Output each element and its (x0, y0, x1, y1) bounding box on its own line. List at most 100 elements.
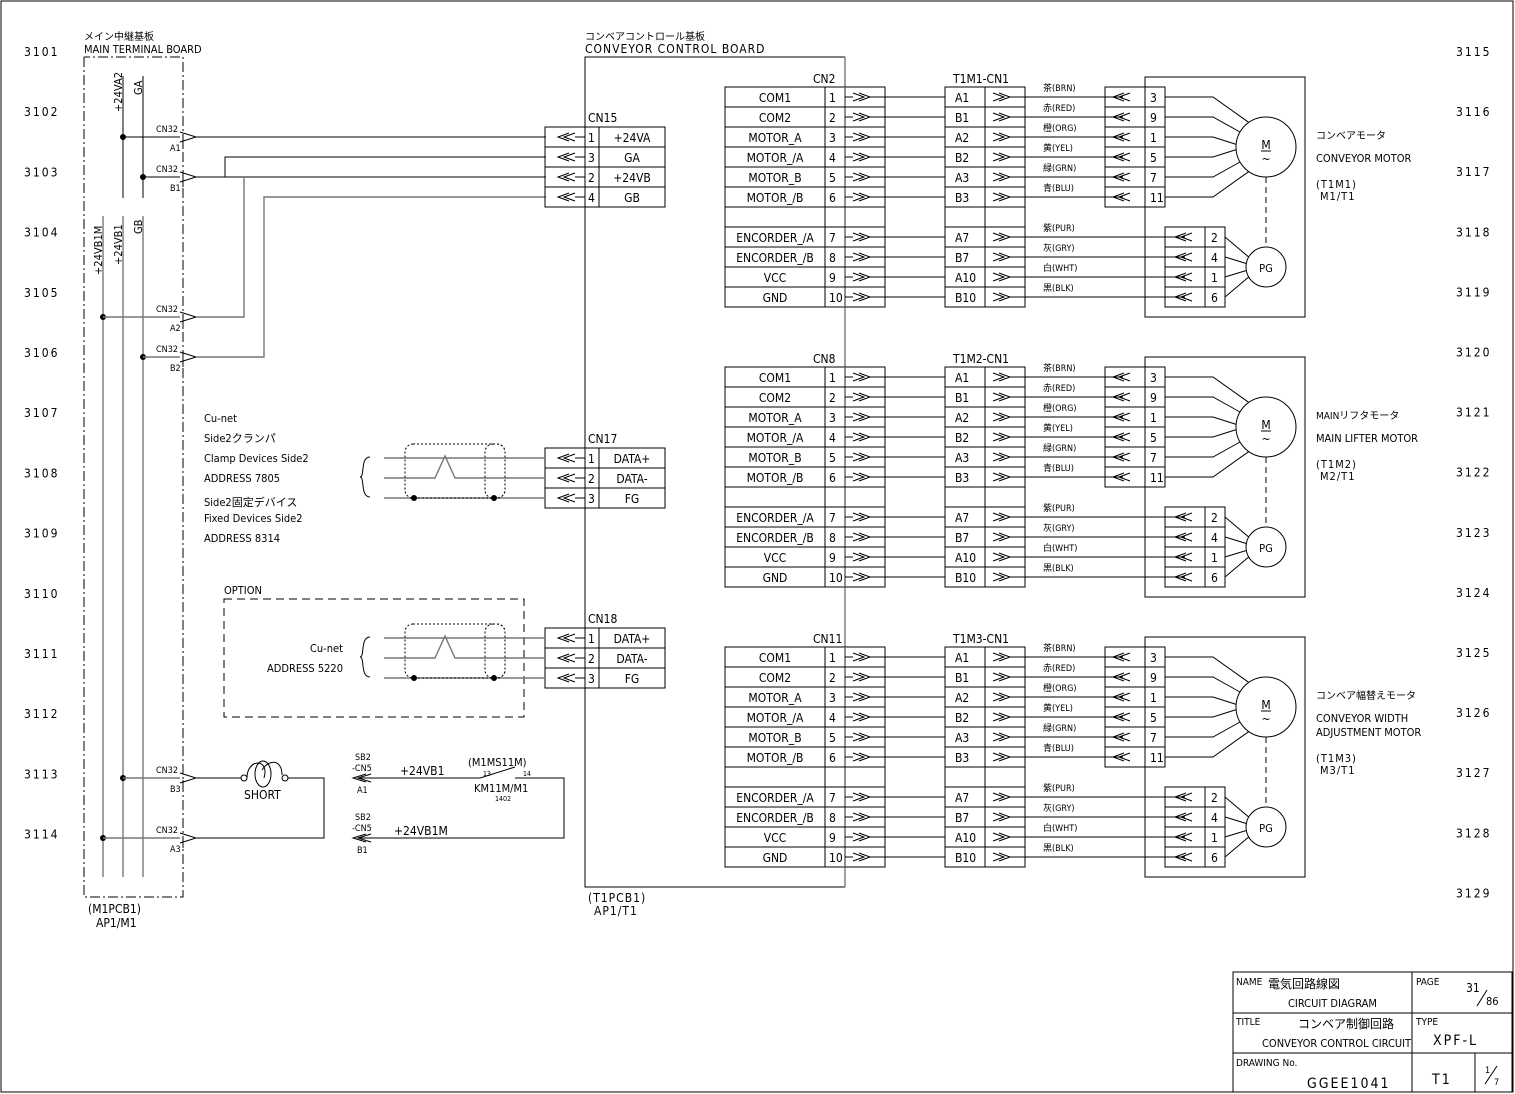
connector-arrow-icon (556, 653, 576, 663)
signal-name: DATA- (616, 472, 647, 486)
motor-symbol: M (1261, 418, 1270, 432)
brace-icon (359, 456, 371, 498)
pin-number: 2 (588, 652, 595, 666)
connector-arrow-icon (1111, 452, 1131, 462)
pin-number: 8 (829, 811, 836, 825)
type-label: TYPE (1415, 1017, 1438, 1028)
connector-arrow-icon (852, 192, 872, 202)
board-connector-name: CN11 (813, 632, 842, 646)
pin-number: 9 (829, 271, 836, 285)
shield-icon (484, 443, 506, 499)
encoder-symbol: PG (1259, 542, 1273, 555)
cunet-line: Side2固定デバイス (204, 495, 297, 509)
wire-color: 茶(BRN) (1043, 642, 1076, 654)
motor-lead (1165, 696, 1237, 705)
motor-ref1: (T1M3) (1316, 752, 1357, 765)
pin-number: 7 (829, 231, 836, 245)
pin-number: 1 (829, 651, 836, 665)
pin-label: B2 (170, 364, 181, 374)
name-jp: 電気回路線図 (1268, 976, 1340, 991)
motor-ref2: M2/T1 (1320, 470, 1356, 483)
motor-pin: 7 (1150, 451, 1157, 465)
connector-name: CN32 (156, 125, 178, 135)
wire-color: 白(WHT) (1043, 822, 1077, 834)
row-ref: 3124 (1456, 586, 1491, 600)
signal-name: MOTOR_A (748, 411, 802, 425)
connector-arrow-icon (992, 732, 1012, 742)
wire-color: 橙(ORG) (1043, 122, 1077, 134)
connector-arrow-icon (992, 652, 1012, 662)
connector-arrow-icon (556, 453, 576, 463)
signal-name: GB (624, 191, 640, 205)
cell (598, 667, 666, 689)
relay-pin: B7 (955, 531, 969, 545)
name-en: CIRCUIT DIAGRAM (1288, 997, 1377, 1010)
motor-lead (1165, 451, 1250, 478)
motor-pin: 3 (1150, 651, 1157, 665)
motor-ref1: (T1M1) (1316, 178, 1357, 191)
ac-symbol: ~ (1261, 432, 1270, 446)
pin-number: 10 (829, 571, 843, 585)
contact-pin-right: 14 (523, 770, 531, 778)
row-ref: 3102 (24, 105, 59, 119)
pin-number: 3 (588, 672, 595, 686)
pin-number: 1 (588, 452, 595, 466)
wire-color: 橙(ORG) (1043, 402, 1077, 414)
main-terminal-board: メイン中継基板 MAIN TERMINAL BOARD (M1PCB1) AP1… (83, 30, 202, 930)
shield-icon (404, 443, 506, 499)
pin-number: 1 (588, 632, 595, 646)
shielded-cable-side2 (359, 443, 546, 501)
relay-pin: A10 (955, 831, 976, 845)
pin-number: 4 (829, 431, 836, 445)
motor-name-en: ADJUSTMENT MOTOR (1316, 726, 1421, 739)
pin-label: B1 (170, 184, 181, 194)
option-label: OPTION (224, 584, 262, 597)
signal-name: GND (763, 851, 788, 865)
pg-lead (1224, 549, 1247, 558)
pg-pin: 4 (1211, 531, 1218, 545)
pin-number: 3 (588, 492, 595, 506)
relay-pin: B7 (955, 251, 969, 265)
pg-pin: 4 (1211, 251, 1218, 265)
wire-color: 緑(GRN) (1043, 442, 1076, 454)
row-ref: 3113 (24, 767, 59, 781)
motor-lead (1165, 721, 1241, 738)
fraction-slash (1476, 989, 1488, 1007)
relay-pin: A10 (955, 551, 976, 565)
connector-name: CN32 (156, 345, 178, 355)
short-label: SHORT (244, 788, 281, 802)
wire-color: 茶(BRN) (1043, 362, 1076, 374)
connector-arrow-icon (1111, 472, 1131, 482)
row-ref: 3125 (1456, 646, 1491, 660)
signal-name: +24VA (614, 131, 651, 145)
motor-lead (1165, 161, 1241, 178)
relay-pin: B3 (955, 191, 969, 205)
ac-symbol: ~ (1261, 712, 1270, 726)
connector-arrow-icon (852, 132, 872, 142)
relay-pin: B1 (955, 391, 969, 405)
row-ref: 3104 (24, 226, 59, 240)
pin-label: A3 (170, 845, 181, 855)
connector-arrow-icon (1111, 672, 1131, 682)
wire-color: 黄(YEL) (1043, 702, 1073, 714)
motor-name-jp: コンベアモータ (1316, 130, 1386, 142)
connector-name: CN32 (156, 305, 178, 315)
name-label: NAME (1236, 977, 1263, 988)
cunet-line: Clamp Devices Side2 (204, 452, 309, 465)
wire-color: 紫(PUR) (1043, 783, 1075, 794)
motor-lead (1165, 656, 1250, 683)
motor-lead (1165, 136, 1237, 145)
motor-lead (1165, 709, 1237, 718)
